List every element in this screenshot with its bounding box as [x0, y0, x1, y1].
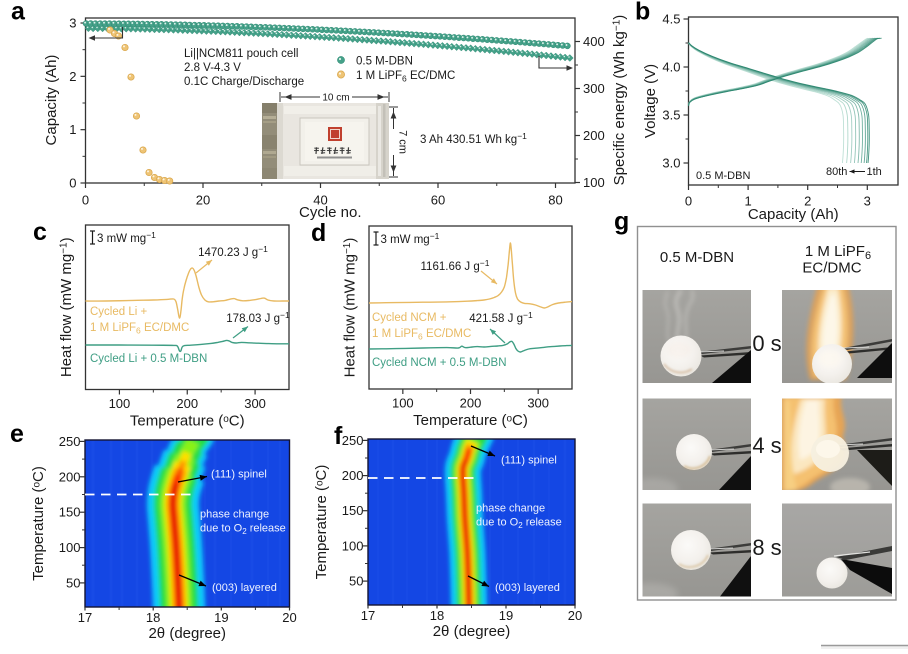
svg-text:Li||NCM811 pouch cell: Li||NCM811 pouch cell [184, 48, 298, 60]
svg-text:20: 20 [568, 608, 582, 623]
svg-text:Heat flow (mW mg−1): Heat flow (mW mg−1) [58, 237, 75, 377]
svg-text:100: 100 [59, 540, 81, 555]
svg-text:200: 200 [59, 469, 81, 484]
svg-text:100: 100 [109, 396, 131, 411]
svg-text:phase change: phase change [476, 503, 545, 515]
svg-text:2θ (degree): 2θ (degree) [433, 623, 511, 640]
svg-text:0.5 M-DBN: 0.5 M-DBN [660, 249, 734, 266]
svg-text:2.8 V-4.3 V: 2.8 V-4.3 V [184, 62, 241, 74]
svg-text:Voltage (V): Voltage (V) [642, 64, 659, 138]
svg-text:c: c [33, 218, 47, 246]
svg-text:60: 60 [431, 193, 445, 208]
svg-text:(111) spinel: (111) spinel [501, 455, 557, 467]
svg-text:(003) layered: (003) layered [212, 582, 277, 594]
svg-text:g: g [614, 208, 629, 236]
svg-text:0: 0 [82, 193, 89, 208]
svg-text:200: 200 [460, 396, 482, 411]
svg-text:1470.23 J g−1: 1470.23 J g−1 [198, 244, 268, 259]
svg-text:20: 20 [282, 610, 296, 625]
svg-text:1161.66 J g−1: 1161.66 J g−1 [421, 258, 490, 273]
svg-text:100: 100 [342, 538, 364, 553]
svg-text:Cycle no.: Cycle no. [299, 204, 362, 221]
svg-text:50: 50 [66, 575, 80, 590]
svg-text:200: 200 [583, 128, 605, 143]
svg-text:17: 17 [361, 608, 375, 623]
svg-text:e: e [10, 420, 24, 448]
svg-text:250: 250 [59, 434, 81, 449]
svg-text:phase change: phase change [200, 509, 269, 521]
svg-text:3: 3 [864, 194, 871, 209]
svg-text:8 s: 8 s [752, 535, 781, 560]
svg-text:3 Ah 430.51 Wh kg−1: 3 Ah 430.51 Wh kg−1 [420, 131, 527, 146]
svg-text:300: 300 [244, 396, 266, 411]
svg-text:19: 19 [499, 608, 513, 623]
svg-text:Heat flow (mW mg−1): Heat flow (mW mg−1) [342, 238, 359, 378]
svg-text:0 s: 0 s [752, 331, 781, 356]
svg-text:17: 17 [78, 610, 92, 625]
svg-text:2: 2 [69, 69, 76, 84]
svg-text:80th: 80th [826, 166, 847, 178]
svg-text:0: 0 [69, 176, 76, 191]
svg-text:3.5: 3.5 [662, 108, 680, 123]
svg-text:(111) spinel: (111) spinel [211, 469, 267, 481]
svg-text:b: b [635, 0, 650, 26]
svg-text:200: 200 [176, 396, 198, 411]
svg-text:0.5 M-DBN: 0.5 M-DBN [356, 56, 413, 68]
svg-text:200: 200 [342, 468, 364, 483]
svg-text:a: a [11, 0, 26, 26]
svg-text:Cycled NCM + 0.5 M-DBN: Cycled NCM + 0.5 M-DBN [372, 357, 507, 369]
svg-text:18: 18 [430, 608, 444, 623]
svg-text:10 cm: 10 cm [322, 93, 349, 104]
svg-text:100: 100 [583, 175, 605, 190]
svg-text:3.0: 3.0 [662, 156, 680, 171]
svg-text:4 s: 4 s [752, 433, 781, 458]
svg-text:1th: 1th [867, 166, 882, 178]
svg-text:Cycled Li + 0.5 M-DBN: Cycled Li + 0.5 M-DBN [90, 353, 207, 365]
svg-text:0.1C Charge/Discharge: 0.1C Charge/Discharge [184, 76, 304, 88]
svg-text:400: 400 [583, 34, 605, 49]
svg-text:Capacity (Ah): Capacity (Ah) [748, 206, 839, 223]
svg-text:300: 300 [583, 81, 605, 96]
svg-text:d: d [311, 219, 326, 247]
svg-text:Capacity (Ah): Capacity (Ah) [43, 55, 60, 146]
svg-text:Specific energy (Wh kg−1): Specific energy (Wh kg−1) [611, 15, 628, 186]
svg-text:80: 80 [548, 193, 562, 208]
svg-text:0: 0 [685, 194, 692, 209]
svg-text:(003) layered: (003) layered [495, 582, 560, 594]
svg-text:3: 3 [69, 16, 76, 31]
svg-text:300: 300 [527, 396, 549, 411]
svg-text:4.5: 4.5 [662, 12, 680, 27]
svg-text:7 cm: 7 cm [397, 130, 409, 154]
svg-text:0.5 M-DBN: 0.5 M-DBN [696, 170, 750, 182]
svg-text:Cycled Li +: Cycled Li + [90, 306, 147, 318]
svg-text:19: 19 [214, 610, 228, 625]
svg-text:250: 250 [342, 433, 364, 448]
svg-text:150: 150 [342, 503, 364, 518]
svg-text:100: 100 [392, 396, 414, 411]
svg-text:EC/DMC: EC/DMC [802, 260, 861, 277]
svg-text:1: 1 [69, 122, 76, 137]
svg-text:f: f [334, 422, 343, 450]
svg-text:150: 150 [59, 505, 81, 520]
svg-text:4.0: 4.0 [662, 60, 680, 75]
svg-text:2θ (degree): 2θ (degree) [148, 625, 226, 642]
svg-text:18: 18 [146, 610, 160, 625]
svg-text:Cycled NCM +: Cycled NCM + [372, 312, 447, 324]
svg-text:20: 20 [196, 193, 210, 208]
svg-text:50: 50 [349, 574, 363, 589]
